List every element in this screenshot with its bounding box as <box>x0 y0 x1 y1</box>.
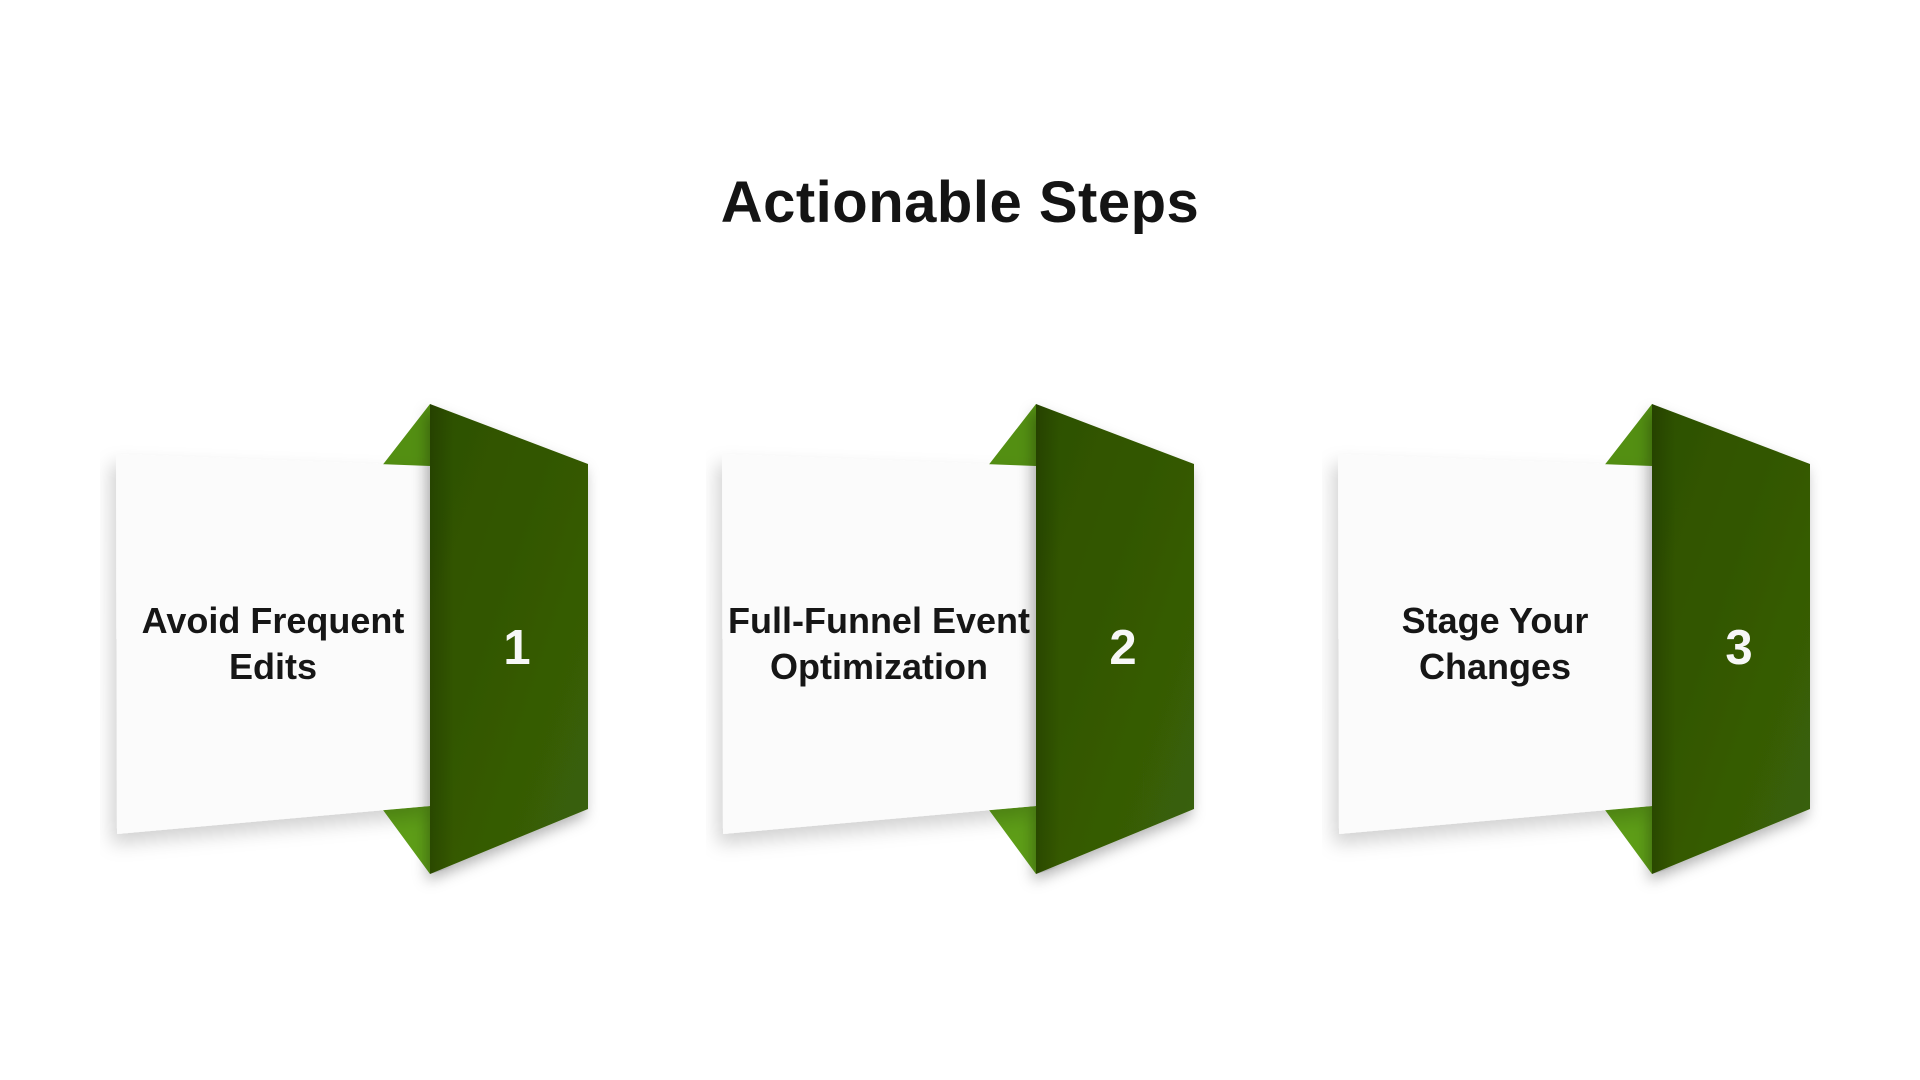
card-title-line: Full-Funnel Event <box>728 600 1030 641</box>
ribbon-crease-shade <box>1036 404 1060 874</box>
card-edge-shade <box>1634 465 1652 809</box>
card-panel-shape <box>722 454 1036 834</box>
card-edge-shade <box>1018 465 1036 809</box>
ribbon-crease-shade <box>1652 404 1676 874</box>
ribbon-card-graphic <box>722 404 1194 874</box>
ribbon-front-shape <box>1652 404 1810 874</box>
card-title: Full-Funnel Event Optimization <box>722 474 1036 814</box>
ribbon-fold-bottom-shape <box>989 806 1036 874</box>
ribbon-crease-shade <box>430 404 454 874</box>
step-number: 1 <box>503 621 531 675</box>
card-panel-shape <box>116 454 430 834</box>
card-title-line: Optimization <box>770 646 988 687</box>
card-title-line: Avoid Frequent <box>141 600 405 641</box>
ribbon-card-graphic <box>1338 404 1810 874</box>
step-2: Full-Funnel Event Optimization 2 <box>706 390 1206 900</box>
step-number: 3 <box>1725 621 1753 675</box>
ribbon-fold-bottom-shape <box>383 806 430 874</box>
card-title-line: Stage Your <box>1401 600 1589 641</box>
step-1: Avoid Frequent Edits 1 <box>100 390 600 900</box>
ribbon-front-shape <box>430 404 588 874</box>
step-3: Stage Your Changes 3 <box>1322 390 1822 900</box>
ribbon-card-graphic <box>116 404 588 874</box>
ribbon-fold-top-shape <box>987 404 1036 467</box>
ribbon-fold-bottom-shape <box>1605 806 1652 874</box>
step-number: 2 <box>1109 621 1137 675</box>
card-panel-shape <box>1338 454 1652 834</box>
ribbon-fold-top-shape <box>381 404 430 467</box>
ribbon-front-shape <box>1036 404 1194 874</box>
card-title: Stage Your Changes <box>1338 474 1652 814</box>
card-edge-shade <box>412 465 430 809</box>
page-title: Actionable Steps <box>720 170 1200 235</box>
card-title-line: Changes <box>1418 646 1572 687</box>
ribbon-fold-top-shape <box>1603 404 1652 467</box>
card-title: Avoid Frequent Edits <box>116 474 430 814</box>
card-title-line: Edits <box>228 646 317 687</box>
